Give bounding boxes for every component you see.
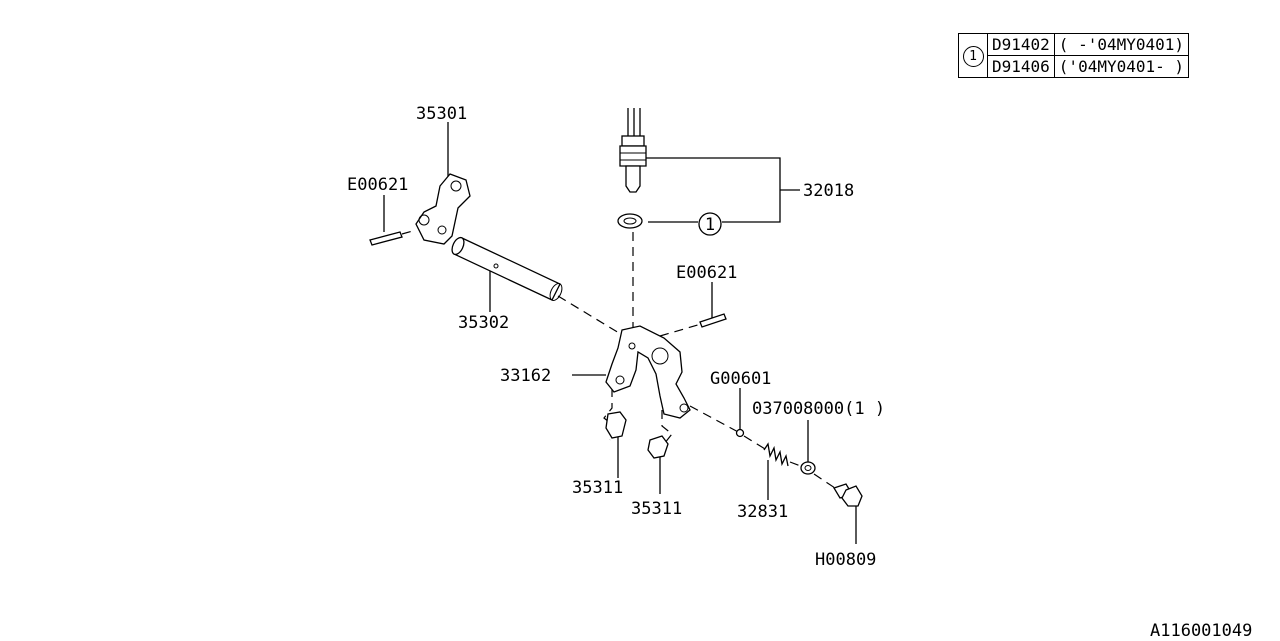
spring-part — [763, 442, 789, 467]
assembly-lines — [401, 229, 839, 491]
arm-part — [605, 325, 691, 419]
leader-lines — [383, 122, 857, 544]
shoe-left-part — [605, 411, 627, 439]
shoe-right-part — [647, 435, 669, 459]
washer-part — [800, 461, 816, 475]
legend-part-number: D91402 — [987, 33, 1055, 56]
shaft-part — [451, 236, 563, 301]
roll-pin-right-part — [699, 313, 727, 328]
roll-pin-left-part — [369, 231, 403, 246]
callout-labels: 35301 E00621 35302 32018 E00621 33162 G0… — [347, 104, 885, 570]
callout-gasket: 037008000(1 ) — [752, 399, 885, 419]
gasket-part — [617, 213, 643, 229]
callout-shoe-left: 35311 — [572, 478, 623, 498]
shift-arm-part — [415, 173, 471, 245]
reference-circle: 1 — [698, 212, 722, 236]
callout-pin-right: E00621 — [676, 263, 737, 283]
legend-ref-cell: 1 — [958, 33, 988, 78]
callout-arm: 33162 — [500, 366, 551, 386]
callout-shaft: 35302 — [458, 313, 509, 333]
reference-circle-label: 1 — [705, 215, 715, 235]
callout-shoe-right: 35311 — [631, 499, 682, 519]
legend-part-number: D91406 — [987, 55, 1055, 78]
legend-range: ( -'04MY0401) — [1053, 33, 1190, 56]
callout-switch: 32018 — [803, 181, 854, 201]
switch-part — [619, 108, 647, 193]
legend-table: 1 D91402 ( -'04MY0401) D91406 ('04MY0401… — [958, 33, 1190, 78]
legend-row: D91406 ('04MY0401- ) — [959, 55, 1190, 78]
legend-range: ('04MY0401- ) — [1053, 55, 1190, 78]
diagram-id: A116001049 — [1150, 621, 1253, 641]
legend-row: 1 D91402 ( -'04MY0401) — [958, 33, 1190, 78]
callout-bolt: H00809 — [815, 550, 876, 570]
plug-part — [735, 428, 745, 438]
callout-pin-left: E00621 — [347, 175, 408, 195]
legend-ref-number: 1 — [962, 46, 984, 67]
callout-spring: 32831 — [737, 502, 788, 522]
callout-plug: G00601 — [710, 369, 771, 389]
callout-shift-arm: 35301 — [416, 104, 467, 124]
bolt-part — [833, 483, 863, 507]
